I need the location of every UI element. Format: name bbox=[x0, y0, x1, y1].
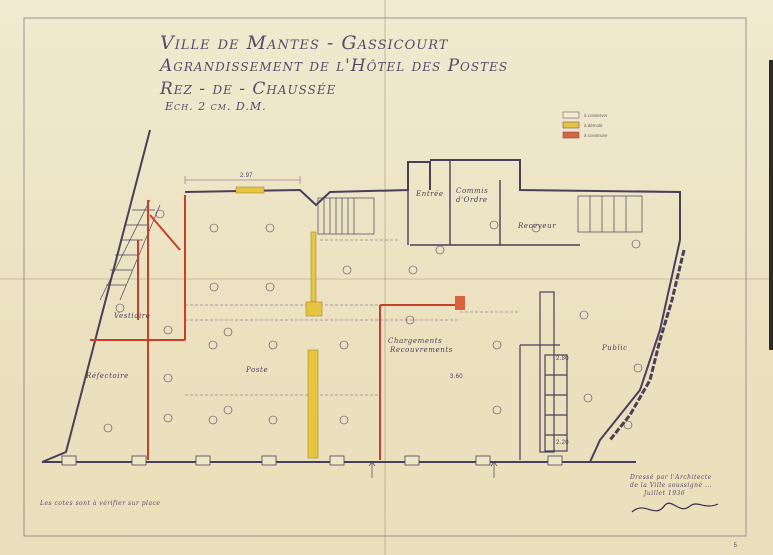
sheet-number: 5 bbox=[733, 543, 737, 549]
legend-swatch-conserve bbox=[562, 111, 580, 119]
legend: à conserver à démolir à construire bbox=[562, 111, 608, 139]
stair-center bbox=[317, 197, 375, 235]
dimension-right-a: 2.80 bbox=[556, 356, 569, 362]
counter-structure bbox=[519, 291, 568, 460]
dimension-top-value: 2.97 bbox=[240, 173, 253, 179]
title-level: Rez - de - Chaussée bbox=[160, 79, 337, 99]
room-public: Public bbox=[601, 344, 628, 352]
public-hall-wall bbox=[608, 249, 686, 441]
title-scale: Ech. 2 cm. D.M. bbox=[165, 100, 267, 113]
title-project: Agrandissement de l'Hôtel des Postes bbox=[160, 56, 509, 76]
room-poste: Poste bbox=[245, 366, 268, 374]
entrance-arrows bbox=[368, 461, 498, 478]
room-refectoire: Réfectoire bbox=[85, 372, 129, 380]
legend-swatch-build bbox=[562, 131, 580, 139]
room-chargements: Chargements bbox=[388, 337, 442, 345]
architect-signature bbox=[631, 502, 719, 513]
room-vestiaire: Vestiaire bbox=[114, 312, 151, 320]
room-commis-ordre: d'Ordre bbox=[456, 196, 488, 204]
scan-edge bbox=[769, 60, 773, 350]
signature-line-1: Dressé par l'Architecte bbox=[630, 474, 712, 481]
footer-note: Les cotes sont à vérifier sur place bbox=[40, 500, 161, 507]
stair-right bbox=[577, 195, 643, 233]
room-recouvrements: Recouvrements bbox=[389, 346, 453, 354]
beam-lines bbox=[185, 239, 520, 396]
sheet-border bbox=[23, 17, 747, 537]
legend-swatch-demolish bbox=[562, 121, 580, 129]
stair-left bbox=[99, 199, 161, 301]
legend-label-demolish: à démolir bbox=[584, 123, 603, 128]
title-town: Ville de Mantes - Gassicourt bbox=[160, 32, 449, 54]
legend-label-conserve: à conserver bbox=[584, 113, 608, 118]
signature-date: Juillet 1936 bbox=[644, 490, 686, 497]
fold-line-vertical bbox=[384, 0, 386, 555]
walls-to-demolish bbox=[235, 186, 323, 459]
pier-to-build bbox=[455, 296, 465, 310]
fold-line-horizontal bbox=[0, 278, 773, 280]
room-entree: Entrée bbox=[415, 190, 444, 198]
room-commis: Commis bbox=[456, 187, 488, 195]
walls-to-build bbox=[90, 195, 455, 460]
dimension-center: 3.60 bbox=[450, 374, 463, 380]
signature-line-2: de la Ville soussigné ... bbox=[630, 482, 713, 489]
room-receveur: Receveur bbox=[517, 222, 556, 230]
dimension-right-b: 2.20 bbox=[556, 440, 569, 446]
upper-partitions bbox=[407, 160, 580, 246]
ceiling-lights bbox=[103, 209, 643, 433]
facade-openings bbox=[61, 455, 563, 466]
dimension-top bbox=[184, 176, 301, 184]
legend-label-build: à construire bbox=[584, 133, 608, 138]
